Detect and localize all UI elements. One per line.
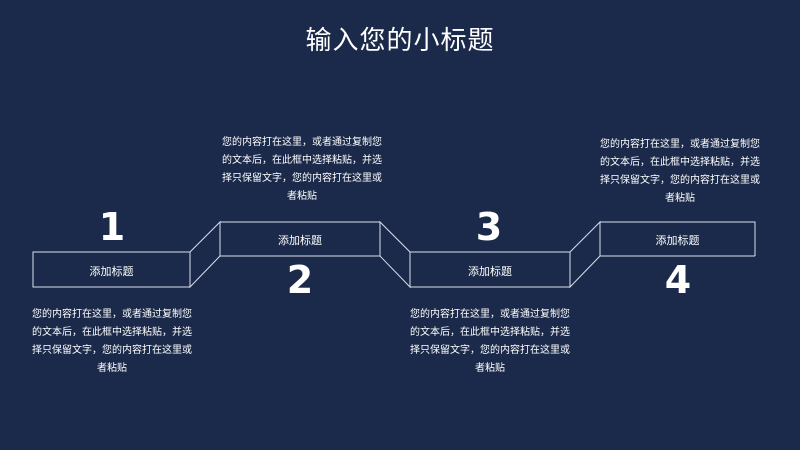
step-1-label: 添加标题	[89, 265, 134, 278]
page-title: 输入您的小标题	[305, 26, 495, 56]
step-1-text: 您的内容打在这里，或者通过复制您的文本后，在此框中选择粘贴，并选择只保留文字，您…	[32, 309, 192, 374]
step-4-text: 您的内容打在这里，或者通过复制您的文本后，在此框中选择粘贴，并选择只保留文字，您…	[600, 139, 760, 204]
step-1-number: 1	[98, 205, 126, 249]
connector-2-3	[379, 220, 411, 289]
step-3-number: 3	[475, 205, 503, 249]
step-2-number: 2	[286, 258, 314, 302]
step-2-label: 添加标题	[278, 234, 322, 247]
connector-3-4	[569, 220, 601, 289]
step-4-number: 4	[664, 258, 692, 302]
step-2-text: 您的内容打在这里，或者通过复制您的文本后，在此框中选择粘贴，并选择只保留文字，您…	[222, 137, 382, 202]
step-3-text: 您的内容打在这里，或者通过复制您的文本后，在此框中选择粘贴，并选择只保留文字，您…	[410, 309, 570, 374]
connector-1-2	[189, 220, 221, 289]
step-3-label: 添加标题	[468, 265, 512, 278]
step-4-label: 添加标题	[655, 234, 700, 247]
step-4-box	[600, 221, 756, 256]
